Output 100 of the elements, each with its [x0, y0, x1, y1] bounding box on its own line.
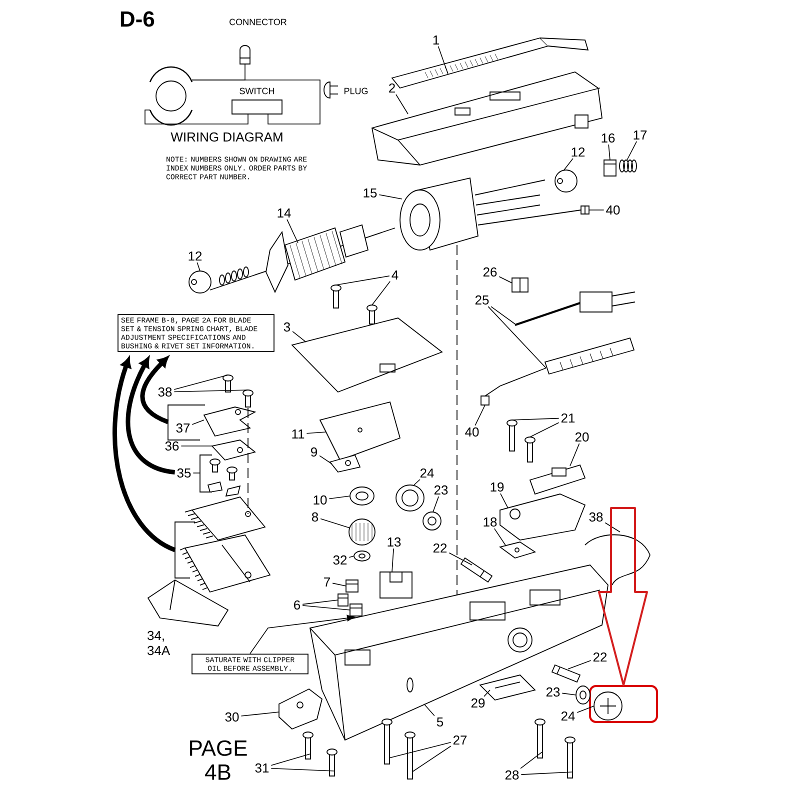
leader-line — [412, 746, 452, 772]
leader-line — [520, 772, 572, 775]
leader-line — [604, 522, 620, 532]
circuit-wire — [192, 80, 320, 90]
screw — [242, 390, 254, 408]
leader-line — [388, 742, 452, 758]
leader-line — [448, 552, 472, 566]
callout-number: 26 — [483, 267, 497, 277]
leader-line — [424, 704, 435, 716]
leader-line — [286, 219, 298, 244]
leader-line — [570, 443, 580, 466]
leader-line — [568, 660, 592, 670]
leader-line — [474, 404, 486, 426]
diagram-title: D-6 — [120, 11, 154, 27]
leader-line — [270, 768, 334, 772]
nut — [422, 512, 442, 530]
leader-line — [414, 479, 420, 486]
screw — [534, 718, 546, 758]
screw — [506, 420, 518, 452]
callout-number: 32 — [333, 555, 347, 565]
callout-number: 23 — [434, 485, 448, 495]
callout-number: 4 — [392, 270, 398, 280]
leader-line — [530, 422, 560, 438]
callout-number: 29 — [471, 698, 485, 708]
leader-line — [240, 712, 280, 716]
leader-line — [192, 472, 200, 474]
small-screw — [210, 458, 220, 472]
block — [338, 594, 348, 606]
callout-number: 28 — [505, 770, 519, 780]
callout-number: 27 — [453, 735, 467, 745]
block — [350, 604, 362, 616]
callout-number: 8 — [312, 512, 318, 522]
screw — [594, 692, 622, 720]
screw — [564, 736, 576, 778]
leader-line — [396, 94, 408, 114]
callout-number: 3 — [284, 322, 290, 332]
callout-number: 34, 34A — [148, 630, 170, 656]
callout-number: 40 — [465, 427, 479, 437]
highlight-frame — [589, 685, 658, 723]
leader-line — [174, 374, 228, 390]
leader-line — [488, 306, 546, 368]
leader-line — [562, 692, 576, 696]
leader-line — [336, 276, 390, 286]
leader-line — [512, 418, 560, 420]
leader-line — [192, 420, 204, 425]
leader-line — [292, 331, 306, 342]
leader-line — [302, 605, 350, 610]
screw — [222, 374, 234, 392]
gear — [348, 518, 376, 546]
circuit-wire — [268, 90, 320, 124]
mounting-bracket — [278, 688, 323, 730]
callout-number: 31 — [255, 763, 269, 773]
block-arrow — [598, 507, 648, 686]
wire-spring — [584, 534, 650, 586]
plug-symbol — [324, 82, 338, 98]
leader-line — [626, 141, 638, 160]
leader-line — [576, 706, 594, 713]
callout-number: 12 — [572, 147, 585, 157]
page-label: PAGE 4B — [190, 740, 247, 780]
screw — [404, 732, 416, 780]
leader-line — [372, 281, 390, 306]
wiring-label: CONNECTOR — [230, 18, 286, 26]
callout-number: 12 — [188, 251, 202, 261]
callout-number: 18 — [484, 517, 497, 527]
callout-number: 24 — [420, 468, 434, 478]
curved-arrow — [112, 357, 176, 552]
wire-terminal — [480, 368, 546, 406]
end-cap — [604, 160, 616, 176]
screw — [366, 304, 378, 324]
callout-number: 15 — [364, 188, 377, 198]
wiring-label: PLUG — [344, 88, 368, 94]
callout-number: 14 — [278, 208, 291, 218]
block — [346, 580, 358, 592]
callout-number: 13 — [388, 537, 401, 547]
nut — [576, 686, 590, 704]
screw — [524, 436, 536, 462]
leader-line — [608, 144, 610, 160]
callout-number: 10 — [314, 495, 327, 505]
callout-number: 16 — [602, 133, 615, 143]
leader-line — [438, 46, 448, 74]
callout-number: 30 — [225, 712, 239, 722]
leader-line — [432, 496, 440, 512]
callout-number: 25 — [475, 295, 489, 305]
leader-line — [564, 158, 574, 170]
leader-line — [494, 528, 506, 546]
leader-line — [302, 600, 338, 605]
leader-line — [306, 432, 326, 434]
leader-line — [319, 455, 332, 464]
leader-line — [392, 548, 394, 572]
leader-line — [320, 518, 350, 528]
callout-number: 22 — [593, 652, 607, 662]
spring — [396, 484, 424, 512]
callout-number: 38 — [158, 387, 172, 397]
callout-number: 7 — [324, 578, 330, 586]
ball-bearing — [554, 170, 578, 192]
callout-number: 40 — [606, 205, 620, 215]
callout-number: 5 — [436, 717, 444, 727]
block — [380, 572, 412, 598]
leader-line — [328, 496, 350, 500]
screw — [302, 732, 314, 760]
